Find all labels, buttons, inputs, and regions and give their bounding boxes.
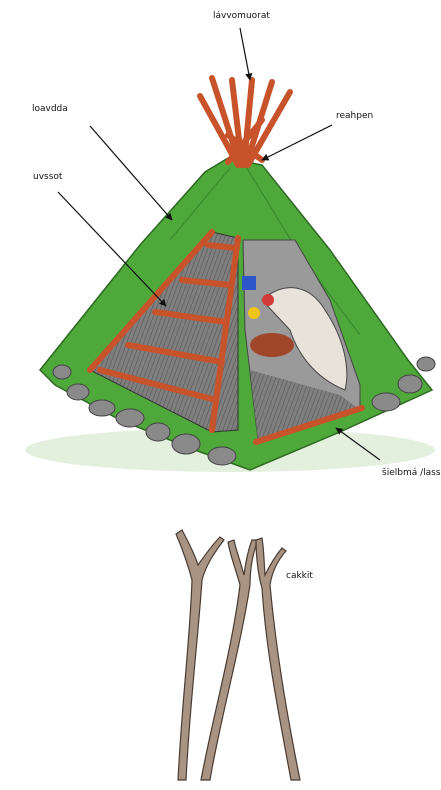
arrow-ridge-poles (262, 125, 332, 160)
arrow-cover (90, 126, 172, 220)
arrow-smoke-hole (240, 28, 250, 80)
label-ridge-poles: reahpen (336, 111, 373, 121)
label-smoke-hole-poles: lávvomuorat (213, 11, 270, 21)
pot-red (262, 294, 274, 306)
fire-pit (250, 333, 294, 357)
top-poles (200, 78, 290, 165)
pot-blue (242, 276, 256, 290)
label-door-frame: šielbmá /lassá (382, 468, 441, 478)
label-poles: cakkit (286, 571, 313, 581)
label-cover: loavdda (32, 104, 68, 114)
label-door: uvssot (33, 172, 62, 182)
forked-poles (176, 530, 300, 780)
fire-flame (248, 307, 260, 319)
